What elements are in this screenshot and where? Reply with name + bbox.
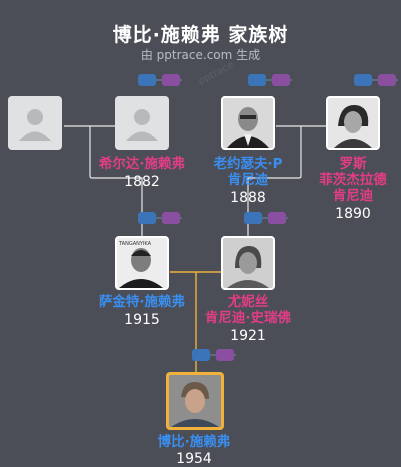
person-year: 1954 bbox=[176, 451, 212, 467]
portrait-photo: TANGANYIKA bbox=[115, 236, 169, 290]
placeholder-avatar-icon bbox=[8, 96, 62, 150]
person-year: 1915 bbox=[124, 312, 160, 328]
person-year: 1882 bbox=[124, 174, 160, 190]
relation-toggle[interactable] bbox=[192, 349, 236, 361]
person-year: 1921 bbox=[230, 328, 266, 344]
photo-caption: TANGANYIKA bbox=[118, 241, 152, 247]
person-year: 1888 bbox=[230, 190, 266, 206]
portrait-photo bbox=[221, 236, 275, 290]
relation-toggle[interactable] bbox=[138, 212, 182, 224]
person-name: 希尔达·施赖弗 bbox=[98, 156, 186, 172]
portrait-photo bbox=[166, 372, 224, 430]
person-name: 博比·施赖弗 bbox=[157, 434, 231, 450]
relation-toggle[interactable] bbox=[244, 212, 288, 224]
portrait-photo bbox=[326, 96, 380, 150]
descent-line-2 bbox=[247, 126, 302, 236]
descent-line-1 bbox=[89, 126, 143, 236]
relation-toggle[interactable] bbox=[354, 74, 398, 86]
placeholder-avatar-icon bbox=[115, 96, 169, 150]
person-name: 罗斯菲茨杰拉德肯尼迪 bbox=[319, 156, 387, 204]
relation-toggle[interactable] bbox=[138, 74, 182, 86]
portrait-photo bbox=[221, 96, 275, 150]
relation-toggle[interactable] bbox=[248, 74, 292, 86]
page-title: 博比·施赖弗 家族树 bbox=[112, 24, 289, 46]
page-subtitle: 由 pptrace.com 生成 bbox=[140, 48, 261, 62]
person-year: 1890 bbox=[335, 206, 371, 222]
person-name: 萨金特·施赖弗 bbox=[98, 294, 186, 310]
person-name: 尤妮丝肯尼迪·史瑞佛 bbox=[204, 294, 292, 326]
